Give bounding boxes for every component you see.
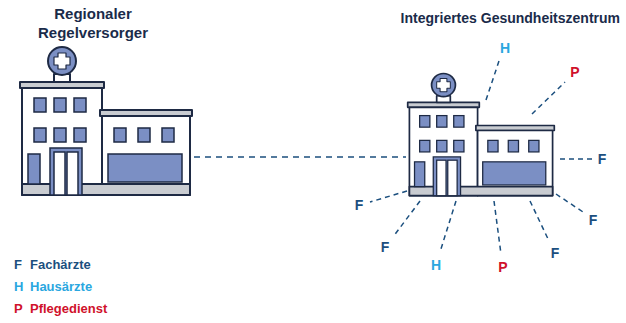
building-heading: Regionaler Regelversorger <box>18 4 168 42</box>
legend-swatch: P <box>14 301 30 317</box>
service-letter: P <box>569 64 580 80</box>
legend-row: H Hausärzte <box>14 279 92 295</box>
legend-letter: F <box>14 257 22 272</box>
legend-letter: H <box>14 279 23 294</box>
legend-text: Fachärzte <box>30 257 91 272</box>
legend-row: F Fachärzte <box>14 257 91 273</box>
service-letter: F <box>597 151 608 167</box>
service-letter: F <box>354 197 365 213</box>
legend-text: Pflegedienst <box>30 301 107 316</box>
legend-row: P Pflegedienst <box>14 301 107 317</box>
legend-text: Hausärzte <box>30 279 92 294</box>
service-letter: F <box>588 212 599 228</box>
service-letter: H <box>430 257 442 273</box>
legend-letter: P <box>14 301 23 316</box>
building-icon <box>18 44 194 199</box>
building-icon <box>406 71 556 199</box>
service-letter: H <box>499 40 511 56</box>
building-heading: Integriertes Gesundheitszentrum <box>401 9 620 27</box>
dashed-connector <box>194 156 406 158</box>
building-node: Integriertes Gesundheitszentrum <box>406 71 556 199</box>
service-letter: P <box>497 259 508 275</box>
service-letter: F <box>550 245 561 261</box>
service-letter: F <box>380 239 391 255</box>
legend-swatch: F <box>14 257 30 273</box>
legend-swatch: H <box>14 279 30 295</box>
building-node: Regionaler Regelversorger <box>18 44 194 199</box>
